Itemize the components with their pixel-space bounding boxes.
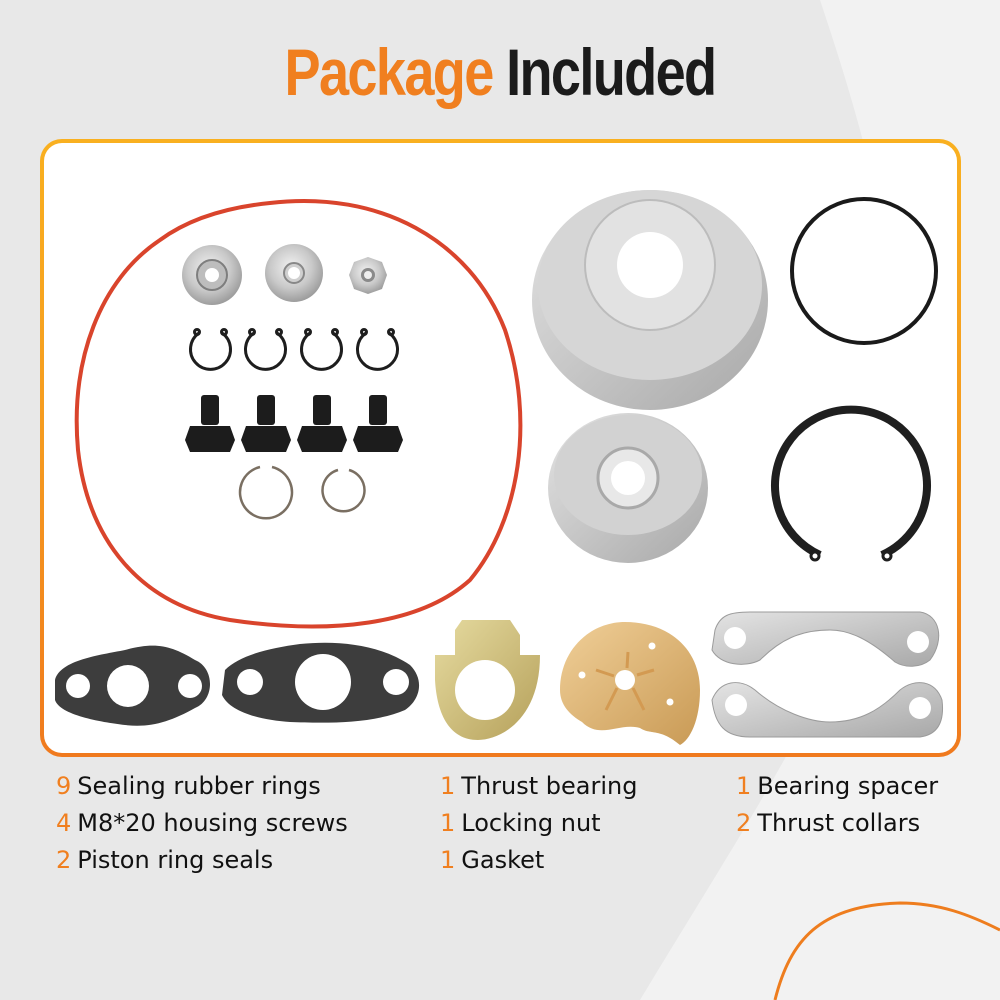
- item-label: Thrust bearing: [461, 772, 638, 800]
- gasket-small-icon: [55, 645, 210, 726]
- piston-rings: [238, 465, 366, 520]
- item-qty: 4: [56, 809, 72, 837]
- large-red-o-ring-icon: [74, 198, 523, 629]
- item-qty: 9: [56, 772, 72, 800]
- oil-deflector-icon: [182, 245, 242, 305]
- page-title: Package Included: [90, 32, 910, 112]
- hex-screws: [185, 395, 403, 452]
- thrust-collar-plates-icon: [711, 611, 944, 738]
- item-qty: 1: [440, 809, 456, 837]
- snap-rings: [189, 328, 399, 371]
- title-dark: Included: [506, 35, 717, 109]
- item-label: Sealing rubber rings: [77, 772, 321, 800]
- black-o-ring-icon: [790, 197, 938, 345]
- seal-plate-icon: [532, 190, 768, 410]
- retaining-circlip-icon: [771, 405, 931, 562]
- item-label: M8*20 housing screws: [77, 809, 348, 837]
- title-accent: Package: [284, 35, 495, 109]
- item-label: Thrust collars: [757, 809, 921, 837]
- item-qty: 1: [440, 846, 456, 874]
- item-qty: 2: [736, 809, 752, 837]
- item-qty: 1: [440, 772, 456, 800]
- item-label: Gasket: [461, 846, 545, 874]
- thrust-spacer-icon: [435, 620, 540, 740]
- item-label: Bearing spacer: [757, 772, 939, 800]
- item-qty: 2: [56, 846, 72, 874]
- thrust-bearing-icon: [560, 622, 700, 745]
- item-qty: 1: [736, 772, 752, 800]
- thrust-collar-icon: [265, 244, 323, 302]
- locking-nut-icon: [349, 257, 387, 294]
- item-label: Piston ring seals: [77, 846, 274, 874]
- gasket-large-icon: [222, 642, 420, 723]
- item-label: Locking nut: [461, 809, 601, 837]
- bearing-insert-icon: [548, 413, 708, 563]
